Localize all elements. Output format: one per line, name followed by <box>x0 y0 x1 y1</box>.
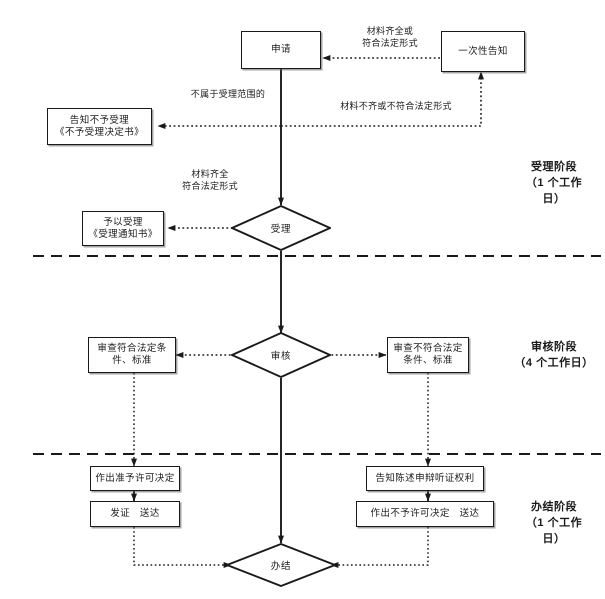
edge-label-materials-incomplete: 材料不齐或不符合法定形式 <box>340 101 452 111</box>
node-apply-text: 申请 <box>271 44 291 56</box>
node-acceptance-decision[interactable]: 受理 <box>231 205 331 251</box>
node-review-conforms[interactable]: 审查符合法定条 件、标准 <box>88 337 176 373</box>
stage-label-review: 审核阶段 （4 个工作日） <box>514 341 594 369</box>
stage-label-completion: 办结阶段 （1 个工作 日） <box>525 501 583 545</box>
node-review-decision-label: 审核 <box>270 351 292 362</box>
node-review-not-conforms-text: 审查不符合法定 条件、标准 <box>393 343 463 366</box>
node-grant-permit-decision-text: 作出准予许可决定 <box>95 472 175 484</box>
node-completion[interactable]: 办结 <box>226 543 336 587</box>
edge-permitno-to-finish <box>330 527 429 568</box>
node-grant-acceptance[interactable]: 予以受理 《受理通知书》 <box>82 211 164 246</box>
node-deny-permit-decision[interactable]: 作出不予许可决定 送达 <box>356 501 494 527</box>
edge-label-materials-complete: 材料齐全 符合法定形式 <box>182 169 238 192</box>
node-issue-and-deliver[interactable]: 发证 送达 <box>90 501 180 527</box>
edge-issue-to-finish <box>133 527 232 568</box>
node-grant-permit-decision[interactable]: 作出准予许可决定 <box>90 466 180 491</box>
node-issue-and-deliver-text: 发证 送达 <box>110 508 160 520</box>
node-one-time-notice-text: 一次性告知 <box>458 45 508 57</box>
node-deny-permit-decision-text: 作出不予许可决定 送达 <box>370 508 480 520</box>
edge-label-materials-complete-top: 材料齐全或 符合法定形式 <box>362 26 418 49</box>
node-review-not-conforms[interactable]: 审查不符合法定 条件、标准 <box>387 337 469 373</box>
node-acceptance-decision-label: 受理 <box>270 224 292 235</box>
node-completion-label: 办结 <box>270 561 292 572</box>
node-notify-hearing-rights-text: 告知陈述申辩听证权利 <box>375 472 475 484</box>
node-review-decision[interactable]: 审核 <box>231 332 331 378</box>
node-notify-no-acceptance[interactable]: 告知不予受理 《不予受理决定书》 <box>47 108 152 145</box>
acceptance-diamond-shape <box>231 205 331 251</box>
node-notify-hearing-rights[interactable]: 告知陈述申辩听证权利 <box>366 466 484 491</box>
node-review-conforms-text: 审查符合法定条 件、标准 <box>97 343 167 366</box>
node-notify-no-acceptance-text: 告知不予受理 《不予受理决定书》 <box>54 114 145 138</box>
node-apply[interactable]: 申请 <box>241 31 321 69</box>
edge-label-out-of-scope: 不属于受理范围的 <box>190 89 266 99</box>
completion-diamond-shape <box>226 543 336 587</box>
stage-label-acceptance: 受理阶段 （1 个工作 日） <box>525 161 583 205</box>
node-grant-acceptance-text: 予以受理 《受理通知书》 <box>88 216 158 240</box>
edge-apply-to-onetime <box>281 71 484 127</box>
node-one-time-notice[interactable]: 一次性告知 <box>441 31 525 72</box>
review-diamond-shape <box>231 332 331 378</box>
